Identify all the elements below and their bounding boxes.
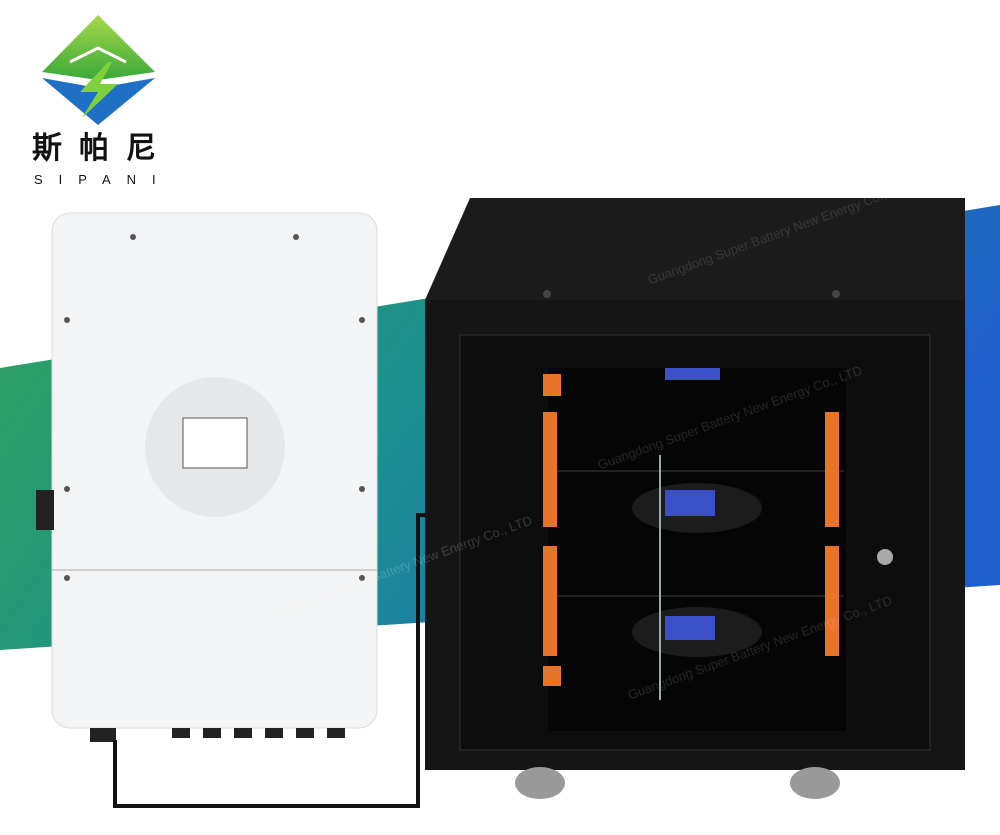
battery-cabinet — [425, 198, 965, 799]
inverter — [36, 212, 378, 742]
brand-name-cn: 斯帕尼 — [32, 132, 172, 166]
brand-en-text: SIPANI — [34, 172, 172, 187]
brand-name-en: SIPANI — [34, 172, 174, 188]
brand-cn-text: 斯帕尼 — [32, 131, 173, 166]
sipani-logo — [42, 15, 155, 125]
